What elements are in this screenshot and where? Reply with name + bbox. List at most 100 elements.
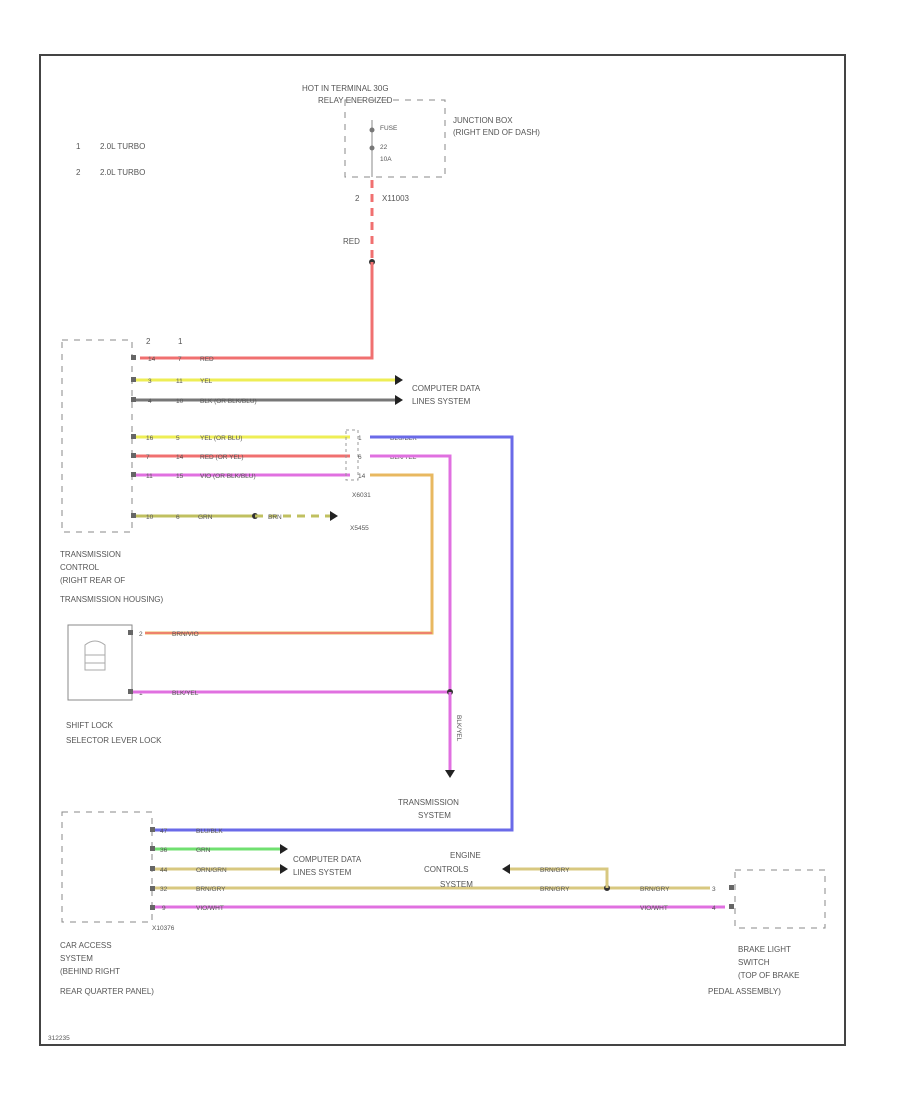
engine-line1: ENGINE xyxy=(450,851,481,860)
diagram-frame xyxy=(39,54,846,1046)
fuse-label: FUSE xyxy=(380,125,398,132)
transmission-system-branch: BLK/YEL TRANSMISSION SYSTEM xyxy=(398,692,462,820)
shift-lock-name-line: SHIFT LOCK xyxy=(66,721,114,730)
cas-wire-pin: 32 xyxy=(160,886,168,893)
shift-lock-pin-top: 2 xyxy=(139,631,143,638)
diagram-code: 312235 xyxy=(48,1035,70,1042)
cas-outline xyxy=(61,811,153,923)
brake-wire-bot: VIO/WHT xyxy=(640,905,668,912)
trans-system-line1: TRANSMISSION xyxy=(398,798,459,807)
cas-name-line: CAR ACCESS xyxy=(60,941,112,950)
ground-wire-mid-label: BRN xyxy=(268,514,282,521)
tcm-wire-pin-a: 16 xyxy=(146,435,154,442)
brake-name-line: PEDAL ASSEMBLY) xyxy=(708,987,781,996)
data-lines-2-line1: COMPUTER DATA xyxy=(293,855,362,864)
brake-switch-outline xyxy=(734,869,826,929)
transmission-control-module: 2 1 TRANSMISSION CONTROL (RIGHT REAR OF … xyxy=(60,337,183,604)
ground-connector: X5455 xyxy=(350,525,369,532)
legend-text-2: 2.0L TURBO xyxy=(100,168,145,177)
tcm-pin-header-b: 1 xyxy=(178,337,183,346)
tcm-outline xyxy=(61,339,133,533)
legend-num-1: 1 xyxy=(76,142,81,151)
computer-data-lines-2: COMPUTER DATA LINES SYSTEM xyxy=(293,855,362,877)
junction-box-location: (RIGHT END OF DASH) xyxy=(453,128,540,137)
power-connector: X11003 xyxy=(382,194,410,203)
cas-wire-label: VIO/WHT xyxy=(196,905,224,912)
blk-yel-wire xyxy=(370,454,452,692)
blue-wire xyxy=(155,435,514,832)
tcm-wire-label: VIO (OR BLK/BLU) xyxy=(200,473,256,480)
tcm-wire-pin-a: 11 xyxy=(146,473,153,480)
cas-wire-pin: 9 xyxy=(162,905,166,912)
power-wire-label: RED xyxy=(343,237,360,246)
brake-name-line: (TOP OF BRAKE xyxy=(738,971,800,980)
tcm-wire-pin-b: 14 xyxy=(176,454,184,461)
tcm-wire-pin-a: 14 xyxy=(148,356,156,363)
tcm-wire-pin-b: 7 xyxy=(178,356,182,363)
brake-name-line: BRAKE LIGHT xyxy=(738,945,791,954)
x6031-pin: 6 xyxy=(358,454,362,461)
shift-lock-name-line: SELECTOR LEVER LOCK xyxy=(66,736,162,745)
junction-box: HOT IN TERMINAL 30G RELAY ENERGIZED JUNC… xyxy=(302,84,540,203)
brake-pin-top: 3 xyxy=(712,886,716,893)
cas-wire-label: BLU/BLK xyxy=(196,828,223,835)
x6031-pin: 14 xyxy=(358,473,366,480)
tcm-wire-label: RED (OR YEL) xyxy=(200,454,244,461)
fuse-terminal xyxy=(369,127,375,133)
brake-wire-top: BRN/GRY xyxy=(640,886,670,893)
cas-connector: X10376 xyxy=(152,925,175,932)
power-pin: 2 xyxy=(355,194,360,203)
shift-lock-wire-top: BRN/VIO xyxy=(172,631,199,638)
fuse-number: 22 xyxy=(380,144,388,151)
tcm-wire-pin-b: 6 xyxy=(176,514,180,521)
tcm-wire-label: YEL (OR BLU) xyxy=(200,435,242,442)
cas-wire-label: ORN/GRN xyxy=(196,867,227,874)
x6031-pin: 1 xyxy=(358,435,362,442)
brn-vio-wire xyxy=(145,473,434,635)
engine-line3: SYSTEM xyxy=(440,880,473,889)
engine-wire-mid: BRN/GRY xyxy=(540,886,570,893)
tcm-name-line: TRANSMISSION HOUSING) xyxy=(60,595,163,604)
tcm-wire-pin-a: 10 xyxy=(146,514,154,521)
tcm-wire-pin-a: 7 xyxy=(146,454,150,461)
tcm-wire-pin-b: 11 xyxy=(176,378,183,385)
cas-wire-pin: 47 xyxy=(160,828,168,835)
car-access-system: X10376 CAR ACCESS SYSTEM (BEHIND RIGHT R… xyxy=(60,811,725,996)
shift-lock-solenoid: 2 1 BRN/VIO BLK/YEL SHIFT LOCK SELECTOR … xyxy=(66,624,453,745)
legend: 1 2.0L TURBO 2 2.0L TURBO xyxy=(76,142,145,177)
tcm-pin-header-a: 2 xyxy=(146,337,151,346)
tcm-wire-pin-a: 3 xyxy=(148,378,152,385)
trans-branch-wire: BLK/YEL xyxy=(455,715,462,742)
x6031-label: X6031 xyxy=(352,492,371,499)
engine-line2: CONTROLS xyxy=(424,865,468,874)
fuse-amperage: 10A xyxy=(380,156,392,163)
computer-data-lines-1: COMPUTER DATA LINES SYSTEM xyxy=(412,384,481,406)
tcm-name-line: (RIGHT REAR OF xyxy=(60,576,125,585)
cas-wire-label: GRN xyxy=(196,847,211,854)
tcm-name-line: CONTROL xyxy=(60,563,100,572)
tcm-wire-label: GRN xyxy=(198,514,213,521)
tcm-wire-pin-b: 15 xyxy=(176,473,184,480)
cas-name-line: SYSTEM xyxy=(60,954,93,963)
shift-lock-wire-bot: BLK/YEL xyxy=(172,690,199,697)
tcm-wire-label: YEL xyxy=(200,378,213,385)
junction-box-name: JUNCTION BOX xyxy=(453,116,513,125)
cas-wire-pin: 44 xyxy=(160,867,168,874)
legend-text-1: 2.0L TURBO xyxy=(100,142,145,151)
tcm-wire-pin-b: 5 xyxy=(176,435,180,442)
data-lines-1-line2: LINES SYSTEM xyxy=(412,397,471,406)
cas-name-line: (BEHIND RIGHT xyxy=(60,967,120,976)
cas-wire-label: BRN/GRY xyxy=(196,886,226,893)
fuse-terminal xyxy=(369,145,375,151)
brake-name-line: SWITCH xyxy=(738,958,770,967)
tcm-name-line: TRANSMISSION xyxy=(60,550,121,559)
tcm-wires: 14 7 RED 3 11 YEL 4 10 BLK (OR BLK/BLU) … xyxy=(131,355,403,532)
power-wire-red: RED xyxy=(140,180,375,360)
legend-num-2: 2 xyxy=(76,168,81,177)
tcm-wire-pin-b: 10 xyxy=(176,398,184,405)
relay-label: RELAY ENERGIZED xyxy=(318,96,393,105)
tcm-wire-label: RED xyxy=(200,356,214,363)
hot-at-label: HOT IN TERMINAL 30G xyxy=(302,84,389,93)
trans-system-line2: SYSTEM xyxy=(418,811,451,820)
